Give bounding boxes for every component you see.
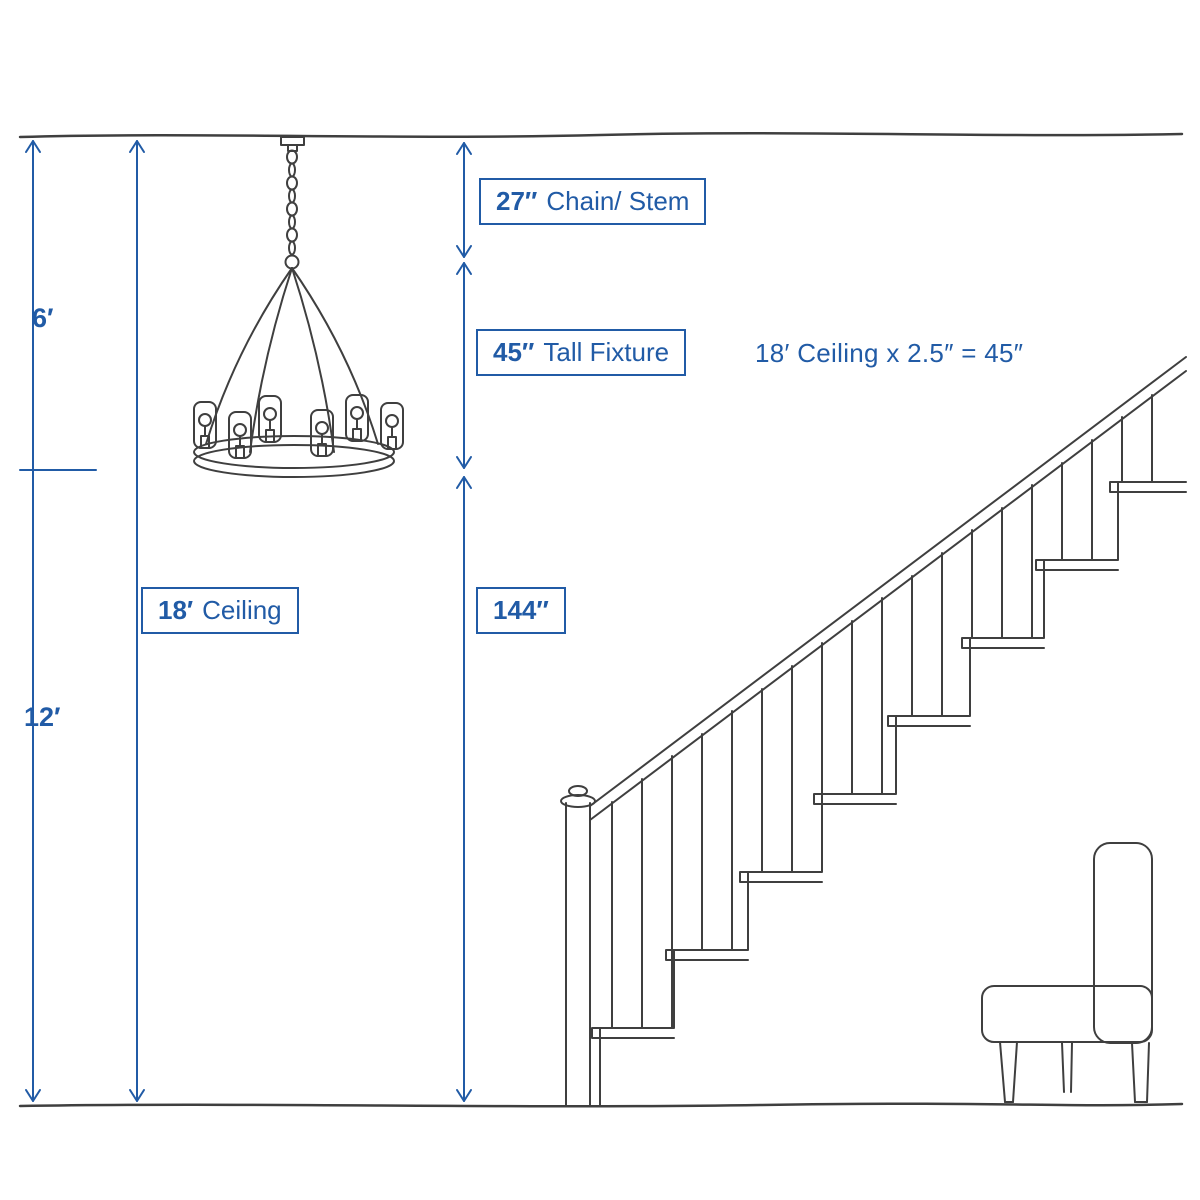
chandelier-hub xyxy=(284,254,300,270)
dim-segment-floor-clearance xyxy=(456,476,472,1102)
dim-value: 144″ xyxy=(493,595,549,625)
floor-line xyxy=(18,1102,1184,1108)
chandelier-chain xyxy=(286,149,298,256)
chair-legs xyxy=(999,1041,1150,1103)
sizing-formula-text: 18′ Ceiling x 2.5″ = 45″ xyxy=(755,338,1024,368)
twelve-foot-label: 12′ xyxy=(24,702,61,732)
six-foot-label: 6′ xyxy=(32,303,54,333)
dim-segment-fixture xyxy=(456,262,472,469)
chair-back xyxy=(1093,842,1153,1044)
balusters xyxy=(611,394,1153,1029)
chandelier-lamps xyxy=(193,394,404,459)
chandelier-sketch xyxy=(193,136,404,478)
dim-value: 45″ xyxy=(493,337,535,367)
chandelier-canopy xyxy=(280,136,305,152)
steps xyxy=(591,481,1187,1106)
chair-seat xyxy=(981,985,1153,1043)
dim-value: 27″ xyxy=(496,186,538,216)
chair-sketch xyxy=(981,842,1153,1103)
chandelier-ring xyxy=(193,435,395,478)
staircase-sketch xyxy=(560,356,1187,1106)
handrail xyxy=(589,356,1187,821)
dim-label: Ceiling xyxy=(202,595,282,625)
dim-segment-chain xyxy=(456,142,472,258)
chandelier-arms xyxy=(205,267,379,453)
ceiling-height-dimension-box: 18′ Ceiling xyxy=(141,587,299,635)
tall-fixture-dimension-box: 45″ Tall Fixture xyxy=(476,329,687,377)
ceiling-line xyxy=(18,132,1184,139)
dim-value: 18′ xyxy=(158,595,194,625)
dim-label: Chain/ Stem xyxy=(546,186,690,216)
dim-line-ceiling-height xyxy=(129,140,145,1102)
chain-stem-dimension-box: 27″ Chain/ Stem xyxy=(479,178,707,226)
dim-label: Tall Fixture xyxy=(543,337,670,367)
dim-line-room-split xyxy=(19,140,97,1102)
newel-post xyxy=(560,785,596,1106)
floor-to-fixture-dimension-box: 144″ xyxy=(476,587,566,635)
